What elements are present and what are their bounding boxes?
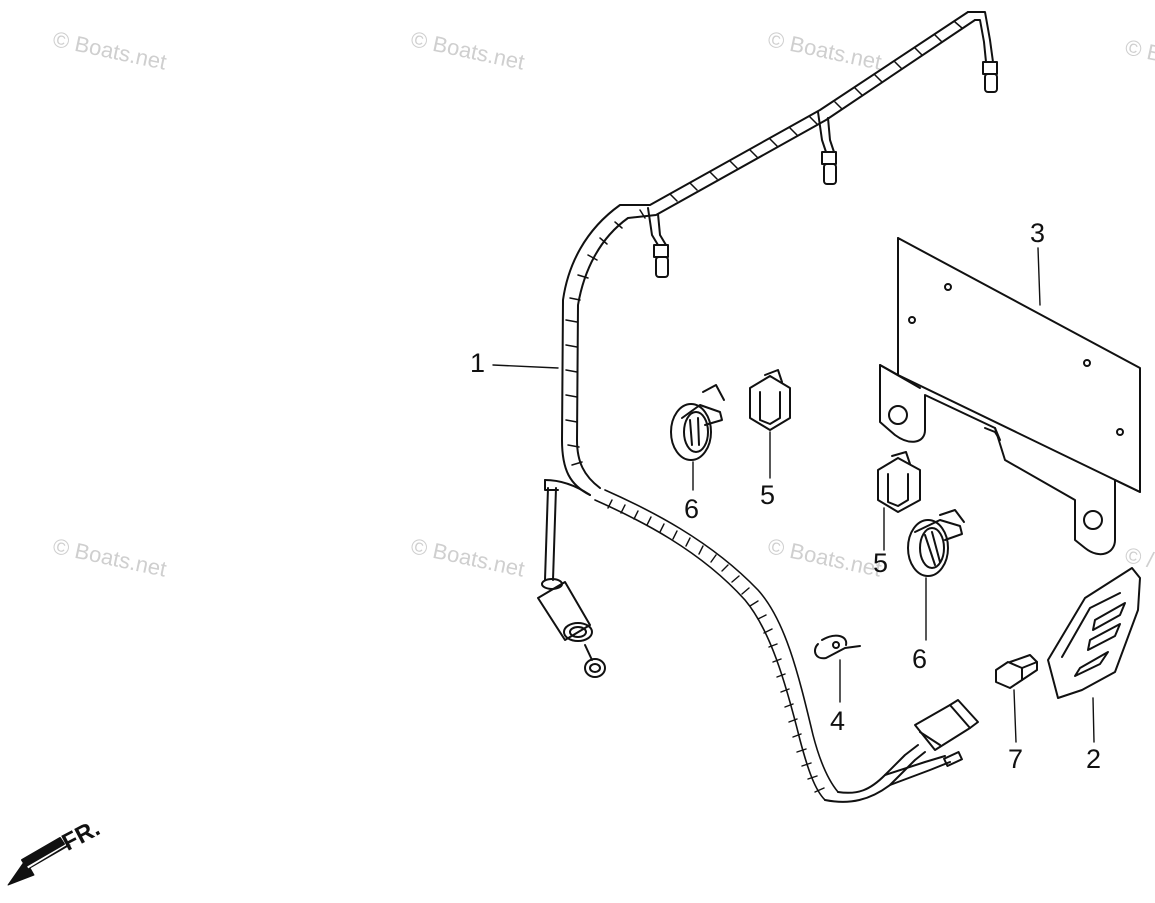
wire-clip[interactable] [749, 369, 791, 431]
hose-clamp[interactable] [670, 384, 725, 461]
mounting-plate[interactable] [1047, 567, 1141, 699]
small-clip[interactable] [813, 634, 861, 660]
callout-5: 5 [873, 548, 889, 578]
callout-6: 6 [912, 644, 928, 674]
bolt[interactable] [995, 654, 1038, 689]
leader-lines [492, 247, 1095, 743]
callout-2: 2 [1086, 744, 1102, 774]
callout-1: 1 [470, 348, 486, 378]
callout-3: 3 [1030, 218, 1046, 248]
callout-7: 7 [1008, 744, 1024, 774]
front-direction-arrow-icon [7, 837, 71, 886]
wire-clip[interactable] [877, 451, 921, 513]
callout-5: 5 [760, 480, 776, 510]
callout-4: 4 [830, 706, 846, 736]
watermark: © / [1122, 542, 1155, 573]
bracket-plate[interactable] [879, 237, 1141, 556]
hose-clamp[interactable] [907, 509, 965, 577]
wire-harness[interactable] [537, 11, 998, 803]
callout-6: 6 [684, 494, 700, 524]
